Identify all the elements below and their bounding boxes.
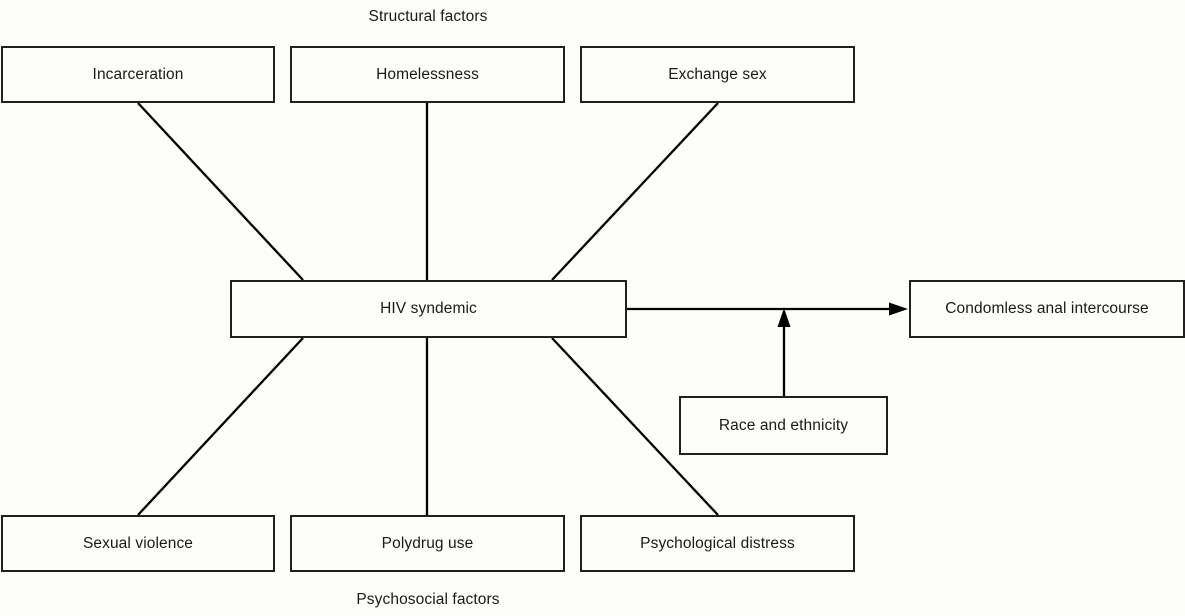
arrow-hiv-syndemic-to-condomless-head (889, 302, 908, 316)
node-homelessness: Homelessness (290, 46, 565, 103)
edge-incarceration-to-hiv-syndemic (137, 102, 304, 281)
edge-hiv-syndemic-to-sexual-violence (137, 337, 304, 516)
bottom-section-label: Psychosocial factors (356, 591, 500, 608)
node-race-and-ethnicity: Race and ethnicity (679, 396, 888, 455)
edge-hiv-syndemic-to-psychological-distress (551, 337, 719, 516)
node-polydrug-use: Polydrug use (290, 515, 565, 572)
node-hiv-syndemic: HIV syndemic (230, 280, 627, 338)
top-section-label: Structural factors (368, 8, 488, 25)
node-exchange-sex: Exchange sex (580, 46, 855, 103)
node-incarceration: Incarceration (1, 46, 275, 103)
node-sexual-violence: Sexual violence (1, 515, 275, 572)
node-condomless-anal-intercourse: Condomless anal intercourse (909, 280, 1185, 338)
node-psychological-distress: Psychological distress (580, 515, 855, 572)
edge-exchange-sex-to-hiv-syndemic (551, 102, 719, 281)
arrow-race-and-ethnicity-to-condomless-head (777, 308, 791, 327)
